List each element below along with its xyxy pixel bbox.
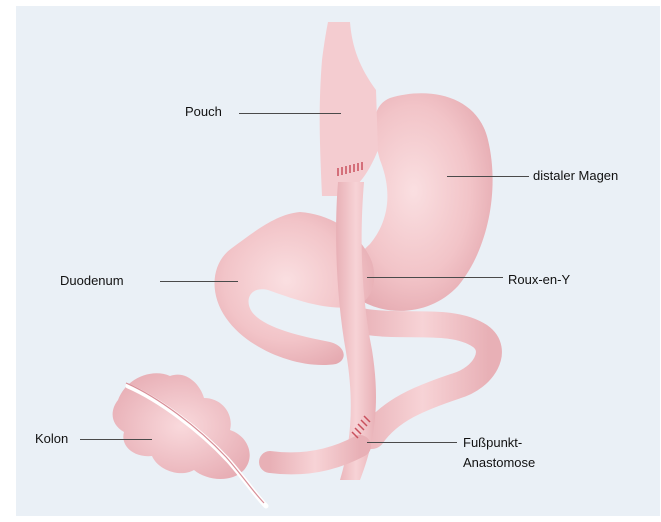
leader-pouch xyxy=(239,113,341,114)
leader-distal-stomach xyxy=(447,176,529,177)
leader-anastomosis xyxy=(367,442,457,443)
label-anastomosis-line2: Anastomose xyxy=(463,455,535,471)
pouch xyxy=(320,22,378,196)
label-duodenum: Duodenum xyxy=(60,273,124,289)
label-distal-stomach: distaler Magen xyxy=(533,168,618,184)
label-colon: Kolon xyxy=(35,431,68,447)
leader-colon xyxy=(80,439,152,440)
jejunal-loop xyxy=(356,320,489,436)
leader-duodenum xyxy=(160,281,238,282)
label-roux-en-y: Roux-en-Y xyxy=(508,272,570,288)
lower-intestine xyxy=(270,446,360,463)
label-pouch: Pouch xyxy=(185,104,222,120)
leader-roux-en-y xyxy=(367,277,503,278)
label-anastomosis-line1: Fußpunkt- xyxy=(463,435,522,451)
